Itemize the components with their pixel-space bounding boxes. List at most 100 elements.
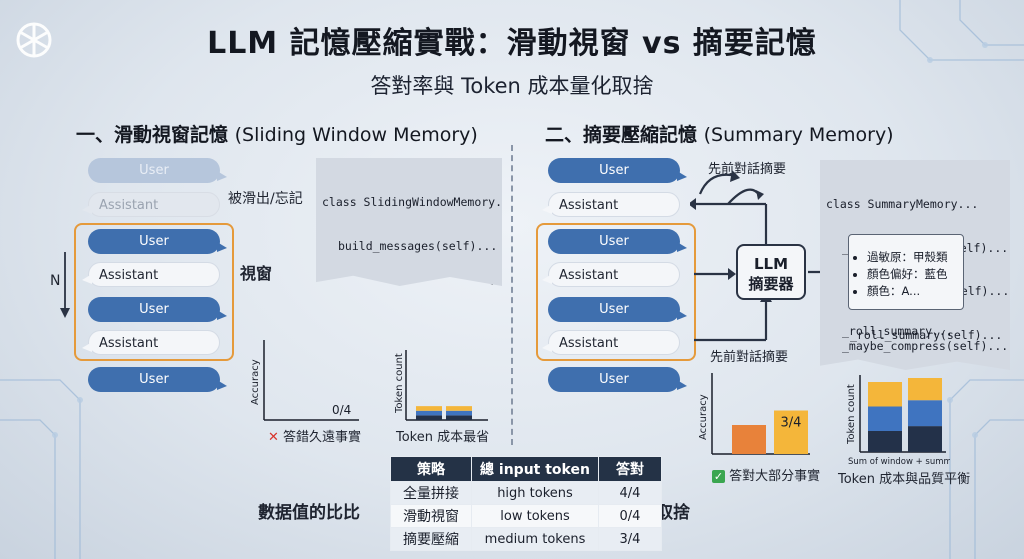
table-left-label: 數据值的比比 <box>258 503 360 523</box>
summary-item: 顏色偏好：藍色 <box>867 266 957 283</box>
right-accuracy-axis-label: Accuracy <box>698 394 709 440</box>
left-token-axis-label: Token count <box>394 353 405 414</box>
left-token-bar-segment <box>416 406 442 411</box>
slide-out-label: 被滑出/忘記 <box>228 191 303 207</box>
table-cell: 3/4 <box>598 527 662 551</box>
left-token-bar-segment <box>416 410 442 416</box>
left-section-title-zh: 一、滑動視窗記憶 <box>76 124 229 146</box>
left-token-caption: Token 成本最省 <box>396 430 490 445</box>
left-accuracy-axis-label: Accuracy <box>250 359 261 405</box>
table-header-strategy: 策略 <box>390 456 472 482</box>
left-token-bar-segment <box>446 410 472 416</box>
code-line: _roll_summary(self)... <box>850 327 1003 342</box>
right-message-2-assistant: Assistant <box>542 192 680 217</box>
right-message-5-user: User <box>548 297 687 322</box>
right-token-bar-segment <box>868 406 902 431</box>
left-message-7-user: User <box>88 367 227 392</box>
right-message-3-user: User <box>548 229 687 254</box>
table-header-row: 策略 總 input token 答對 <box>390 456 662 482</box>
left-section-title-en: (Sliding Window Memory) <box>234 124 478 146</box>
right-section-title-zh: 二、摘要壓縮記憶 <box>545 124 698 146</box>
left-accuracy-value-label: 0/4 <box>332 403 351 417</box>
table-row: 全量拼接 high tokens 4/4 <box>390 481 662 505</box>
right-token-caption: Token 成本與品質平衡 <box>838 472 971 487</box>
code-line: class SummaryMemory... <box>826 197 979 211</box>
left-message-5-user: User <box>88 297 227 322</box>
code-line: _roll_summary... <box>842 324 953 338</box>
sliding-window-box <box>74 223 234 361</box>
table-cell: 0/4 <box>598 504 662 528</box>
right-accuracy-caption: ✓ 答對大部分事實 <box>712 465 820 484</box>
table-right-label: 取捨 <box>656 503 690 523</box>
table-cell: 全量拼接 <box>390 481 472 505</box>
summary-item: 過敏原：甲殼類 <box>867 249 957 266</box>
right-token-bar-segment <box>908 426 942 452</box>
table-row: 摘要壓縮 medium tokens 3/4 <box>390 527 662 551</box>
cross-icon: ✕ <box>268 430 279 445</box>
right-message-1-user: User <box>548 158 687 183</box>
right-accuracy-chart: Accuracy 3/4 <box>698 373 810 455</box>
sliding-window-code: class SlidingWindowMemory... build_messa… <box>316 158 502 286</box>
right-token-bar-segment <box>908 400 942 427</box>
table-cell: 摘要壓縮 <box>390 527 472 551</box>
page-subtitle: 答對率與 Token 成本量化取捨 <box>370 74 654 98</box>
right-accuracy-bar <box>732 425 766 454</box>
right-message-4-assistant: Assistant <box>542 262 680 287</box>
prior-summary-bottom-label: 先前對話摘要 <box>710 350 789 365</box>
table-row: 滑動視窗 low tokens 0/4 <box>390 504 662 528</box>
summary-code-bottom: _roll_summary... _maybe_compress(self)..… <box>842 324 1008 353</box>
summary-window-box <box>536 223 696 361</box>
code-line: build_messages(self)... <box>338 238 498 253</box>
left-message-3-user: User <box>88 229 227 254</box>
n-label: N <box>50 273 61 289</box>
right-accuracy-caption-text: 答對大部分事實 <box>729 469 821 484</box>
left-accuracy-caption: ✕ 答錯久遠事實 <box>268 426 361 445</box>
window-label: 視窗 <box>240 264 273 283</box>
left-section-title: 一、滑動視窗記憶 (Sliding Window Memory) <box>76 120 478 147</box>
right-token-bar-segment <box>868 431 902 452</box>
right-token-bar-segment <box>908 378 942 401</box>
left-accuracy-caption-text: 答錯久遠事實 <box>283 430 362 445</box>
right-token-bar-segment <box>868 382 902 407</box>
left-message-1-user: User <box>88 158 227 183</box>
right-token-x-label: Sum of window + summary <box>848 457 950 467</box>
right-accuracy-bar <box>774 410 808 454</box>
left-message-6-assistant: Assistant <box>82 330 220 355</box>
section-divider <box>511 145 513 445</box>
right-section-title-en: (Summary Memory) <box>703 124 894 146</box>
table-cell: low tokens <box>471 504 599 528</box>
left-token-bar-segment <box>446 406 472 411</box>
left-message-2-assistant: Assistant <box>82 192 220 217</box>
code-line: _maybe_compress(self)... <box>842 338 1009 353</box>
openai-logo-icon <box>16 22 52 58</box>
left-token-bar-segment <box>446 415 472 420</box>
right-message-7-user: User <box>548 367 687 392</box>
comparison-table: 策略 總 input token 答對 全量拼接 high tokens 4/4… <box>390 456 662 551</box>
table-cell: high tokens <box>471 481 599 505</box>
llm-box-line-2: 摘要器 <box>748 275 794 293</box>
summary-scroll: 過敏原：甲殼類 顏色偏好：藍色 顏色：A... <box>848 234 964 310</box>
summary-item: 顏色：A... <box>867 283 957 300</box>
right-token-chart: Token count Sum of window + summary <box>846 375 950 467</box>
left-token-chart: Token count <box>394 350 488 421</box>
llm-summarizer-box: LLM 摘要器 <box>736 244 806 300</box>
page-title: LLM 記憶壓縮實戰：滑動視窗 vs 摘要記憶 <box>207 26 817 61</box>
right-accuracy-data-label: 3/4 <box>781 416 802 431</box>
right-token-axis-label: Token count <box>846 384 857 445</box>
left-token-bar-segment <box>416 415 442 420</box>
llm-box-line-1: LLM <box>753 255 789 273</box>
table-cell: 滑動視窗 <box>390 504 472 528</box>
left-message-4-assistant: Assistant <box>82 262 220 287</box>
right-message-6-assistant: Assistant <box>542 330 680 355</box>
table-cell: medium tokens <box>471 527 599 551</box>
right-section-title: 二、摘要壓縮記憶 (Summary Memory) <box>545 120 894 147</box>
left-accuracy-chart: Accuracy 0/4 <box>250 340 359 421</box>
table-cell: 4/4 <box>598 481 662 505</box>
table-header-tokens: 總 input token <box>471 456 599 482</box>
table-header-correct: 答對 <box>598 456 662 482</box>
prior-summary-top-label: 先前對話摘要 <box>708 162 787 177</box>
code-line: class SlidingWindowMemory... <box>322 195 516 209</box>
n-arrow-icon <box>60 252 70 318</box>
check-icon: ✓ <box>712 470 725 483</box>
